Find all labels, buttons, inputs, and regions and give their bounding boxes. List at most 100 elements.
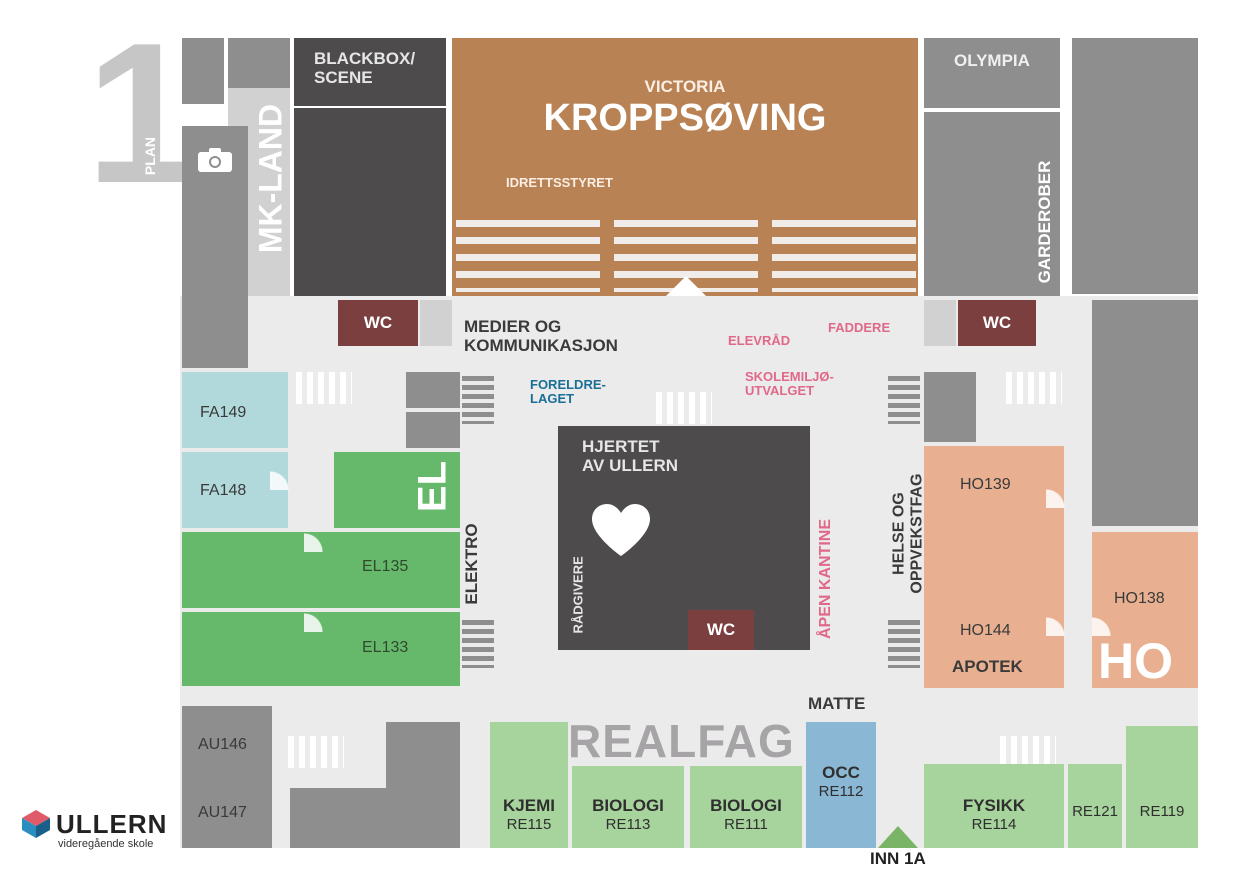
garderober-room[interactable] — [924, 112, 1060, 296]
room-el[interactable] — [334, 452, 460, 528]
hall-entrance-icon — [666, 276, 706, 296]
room-left-corridor[interactable] — [182, 296, 248, 368]
stairs-bottom-right — [1000, 736, 1056, 768]
stairs-bottom-left — [288, 736, 344, 768]
room-small-lobby-1[interactable] — [406, 372, 460, 408]
matte-label: MATTE — [808, 694, 866, 713]
apen-kantine-label: ÅPEN KANTINE — [817, 518, 834, 639]
wc-right[interactable]: WC — [958, 300, 1036, 346]
room-re111[interactable] — [690, 766, 802, 848]
stairs-east-2 — [888, 620, 920, 668]
stairs-west-2 — [462, 620, 494, 668]
stairs-center — [656, 392, 712, 424]
room-fa148[interactable] — [182, 452, 288, 528]
room-small-lobby-2[interactable] — [406, 412, 460, 448]
room-occ[interactable] — [806, 722, 876, 848]
medier-label: MEDIER OG KOMMUNIKASJON — [464, 317, 618, 355]
small-room-wc-right[interactable] — [924, 300, 956, 346]
room-top-right[interactable] — [1072, 38, 1198, 294]
realfag-label: REALFAG — [568, 715, 795, 767]
fa148-label: FA148 — [200, 482, 247, 499]
re111-label: RE111 — [724, 816, 768, 833]
door — [304, 532, 324, 552]
olympia-room[interactable] — [924, 38, 1060, 108]
room-re114[interactable] — [924, 764, 1064, 848]
el-label: EL — [410, 460, 455, 513]
camera-icon — [198, 148, 232, 172]
skolemiljo-label: SKOLEMILJØ- UTVALGET — [745, 369, 834, 399]
door — [1092, 616, 1112, 636]
door — [1046, 488, 1066, 508]
room-ho138[interactable] — [1092, 532, 1198, 688]
room-re121[interactable] — [1068, 764, 1122, 848]
biologi-2-label: BIOLOGI — [710, 796, 782, 815]
bleachers-1 — [456, 220, 600, 292]
fysikk-label: FYSIKK — [962, 796, 1026, 815]
plan-number: 1 — [86, 2, 197, 225]
elektro-label: ELEKTRO — [462, 523, 481, 605]
room-gray-bottom-1[interactable] — [290, 788, 460, 848]
room-re119[interactable] — [1126, 726, 1198, 848]
ho138-label: HO138 — [1114, 590, 1165, 607]
wc-left[interactable]: WC — [338, 300, 418, 346]
stairs-right-top — [1006, 372, 1062, 404]
door — [1046, 616, 1066, 636]
re112-label: RE112 — [818, 783, 864, 800]
el133-label: EL133 — [362, 639, 409, 656]
room-ho139[interactable] — [924, 446, 1064, 688]
logo-name: ULLERN — [56, 809, 168, 839]
wc-center[interactable]: WC — [688, 610, 754, 650]
stairs-left-top — [296, 372, 352, 404]
room-au147[interactable] — [182, 780, 272, 848]
hjertet-label: HJERTET AV ULLERN — [582, 437, 679, 475]
stairs-east-1 — [888, 376, 920, 424]
door — [304, 612, 324, 632]
au146-label: AU146 — [198, 736, 247, 753]
bleachers-3 — [772, 220, 916, 292]
small-room-wc-left[interactable] — [420, 300, 452, 346]
apotek-label: APOTEK — [952, 657, 1023, 676]
re115-label: RE115 — [506, 816, 552, 833]
helse-label: HELSE OG OPPVEKSTFAG — [890, 473, 925, 594]
dark-room[interactable] — [294, 108, 446, 296]
mk-land-label: MK-LAND — [252, 103, 289, 254]
entrance-arrow-icon — [878, 826, 918, 848]
heart-icon — [592, 504, 650, 556]
hjertet-room[interactable] — [558, 426, 810, 650]
kjemi-label: KJEMI — [503, 796, 555, 815]
ho139-label: HO139 — [960, 476, 1011, 493]
olympia-label: OLYMPIA — [954, 51, 1030, 70]
el135-label: EL135 — [362, 558, 409, 575]
room-fa149[interactable] — [182, 372, 288, 448]
inn1a-label[interactable]: INN 1A — [870, 849, 926, 868]
faddere-label: FADDERE — [828, 320, 891, 335]
re119-label: RE119 — [1139, 803, 1185, 820]
ho-label: HO — [1098, 633, 1173, 689]
room-right-mid[interactable] — [1092, 300, 1198, 526]
kroppsoving-label: KROPPSØVING — [543, 97, 827, 139]
door — [270, 470, 290, 490]
room-re113[interactable] — [572, 766, 684, 848]
elevrad-label: ELEVRÅD — [728, 333, 791, 348]
room-gray-right-1[interactable] — [924, 372, 976, 442]
biologi-1-label: BIOLOGI — [592, 796, 664, 815]
radgivere-label: RÅDGIVERE — [570, 556, 586, 634]
room-re115[interactable] — [490, 766, 568, 848]
room-small-1[interactable] — [182, 38, 224, 104]
blackbox-room[interactable] — [294, 38, 446, 106]
foreldrelaget-label: FORELDRE- LAGET — [530, 377, 606, 407]
victoria-label: VICTORIA — [644, 77, 726, 96]
ullern-logo-icon — [22, 810, 50, 838]
room-gray-bottom-2[interactable] — [386, 722, 460, 792]
idrettsstyret-label: IDRETTSSTYRET — [506, 175, 613, 190]
re121-label: RE121 — [1072, 803, 1118, 820]
occ-label: OCC — [822, 763, 860, 782]
room-au146[interactable] — [182, 706, 272, 780]
stairs-west-1 — [462, 376, 494, 424]
re113-label: RE113 — [605, 816, 651, 833]
room-small-2[interactable] — [228, 38, 290, 88]
logo-subtitle: videregående skole — [58, 838, 154, 850]
re114-label: RE114 — [971, 816, 1017, 833]
fa149-label: FA149 — [200, 404, 247, 421]
ho144-label: HO144 — [960, 622, 1011, 639]
